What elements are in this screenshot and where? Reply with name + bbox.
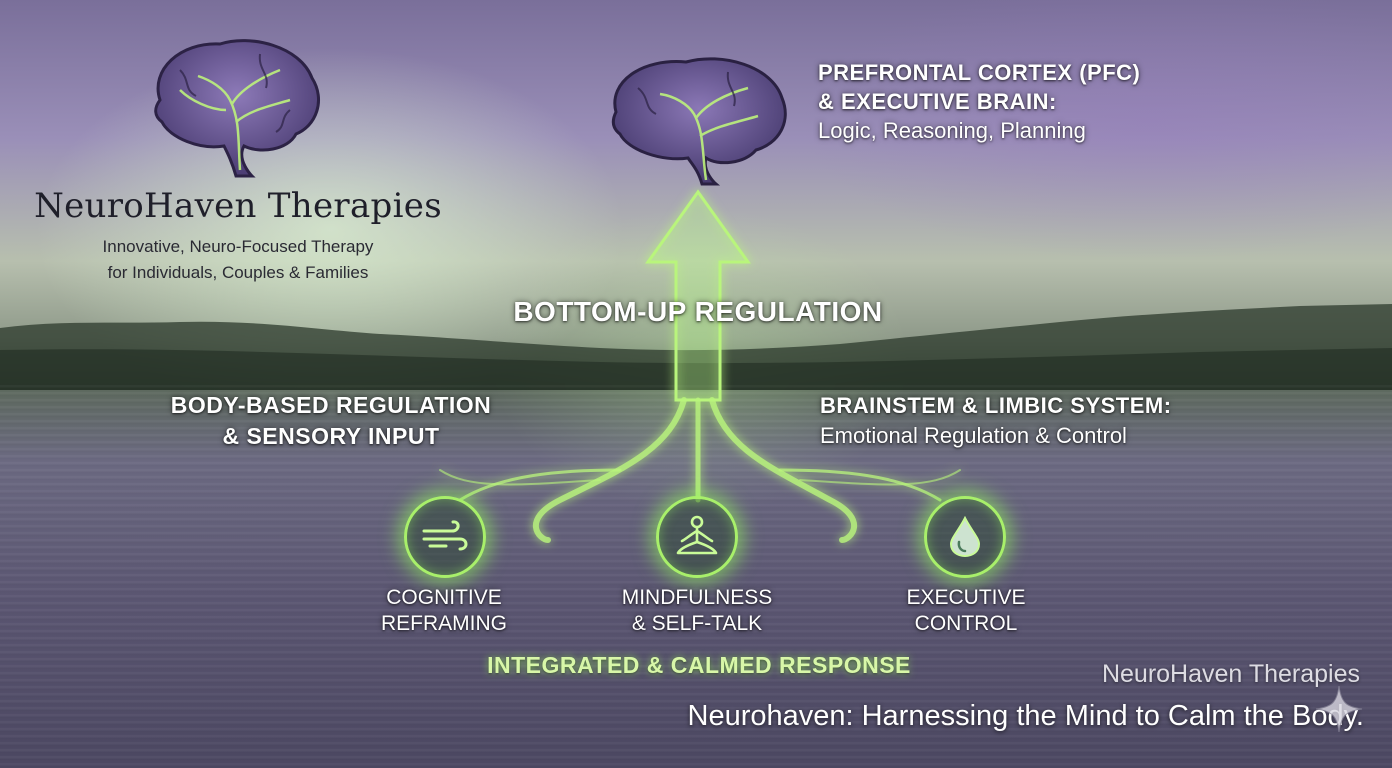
brainstem-line1: BRAINSTEM & LIMBIC SYSTEM: [820, 391, 1172, 421]
practice-label-left: COGNITIVE REFRAMING [334, 585, 554, 637]
body-based-label: BODY-BASED REGULATION & SENSORY INPUT [130, 390, 532, 452]
practice-label-mid: MINDFULNESS & SELF-TALK [587, 585, 807, 637]
practice-mid-line1: MINDFULNESS [587, 585, 807, 611]
practice-left-line2: REFRAMING [334, 611, 554, 637]
brand-subtitle-line2: for Individuals, Couples & Families [18, 260, 458, 286]
brand-title: NeuroHaven Therapies [18, 186, 458, 226]
brand-subtitle: Innovative, Neuro-Focused Therapy for In… [18, 234, 458, 286]
brain-logo-icon [140, 30, 328, 180]
practice-right-line1: EXECUTIVE [856, 585, 1076, 611]
brand-subtitle-line1: Innovative, Neuro-Focused Therapy [18, 234, 458, 260]
brainstem-line2: Emotional Regulation & Control [820, 421, 1172, 451]
pfc-label: PREFRONTAL CORTEX (PFC) & EXECUTIVE BRAI… [818, 58, 1140, 145]
practice-left-line1: COGNITIVE [334, 585, 554, 611]
watermark-brand: NeuroHaven Therapies [1040, 660, 1360, 689]
tagline: Neurohaven: Harnessing the Mind to Calm … [600, 700, 1364, 733]
body-based-line2: & SENSORY INPUT [130, 421, 532, 452]
integrated-response-label: INTEGRATED & CALMED RESPONSE [440, 652, 958, 679]
pfc-line3: Logic, Reasoning, Planning [818, 116, 1140, 145]
bottom-up-label: BOTTOM-UP REGULATION [450, 296, 946, 328]
sparkle-icon [1314, 684, 1364, 734]
meditation-icon [656, 496, 738, 578]
practice-right-line2: CONTROL [856, 611, 1076, 637]
brainstem-label: BRAINSTEM & LIMBIC SYSTEM: Emotional Reg… [820, 391, 1172, 451]
practice-label-right: EXECUTIVE CONTROL [856, 585, 1076, 637]
wind-icon [404, 496, 486, 578]
pfc-line2: & EXECUTIVE BRAIN: [818, 87, 1140, 116]
brain-top-icon [602, 52, 794, 188]
practice-mid-line2: & SELF-TALK [587, 611, 807, 637]
body-based-line1: BODY-BASED REGULATION [130, 390, 532, 421]
pfc-line1: PREFRONTAL CORTEX (PFC) [818, 58, 1140, 87]
water-drop-icon [924, 496, 1006, 578]
